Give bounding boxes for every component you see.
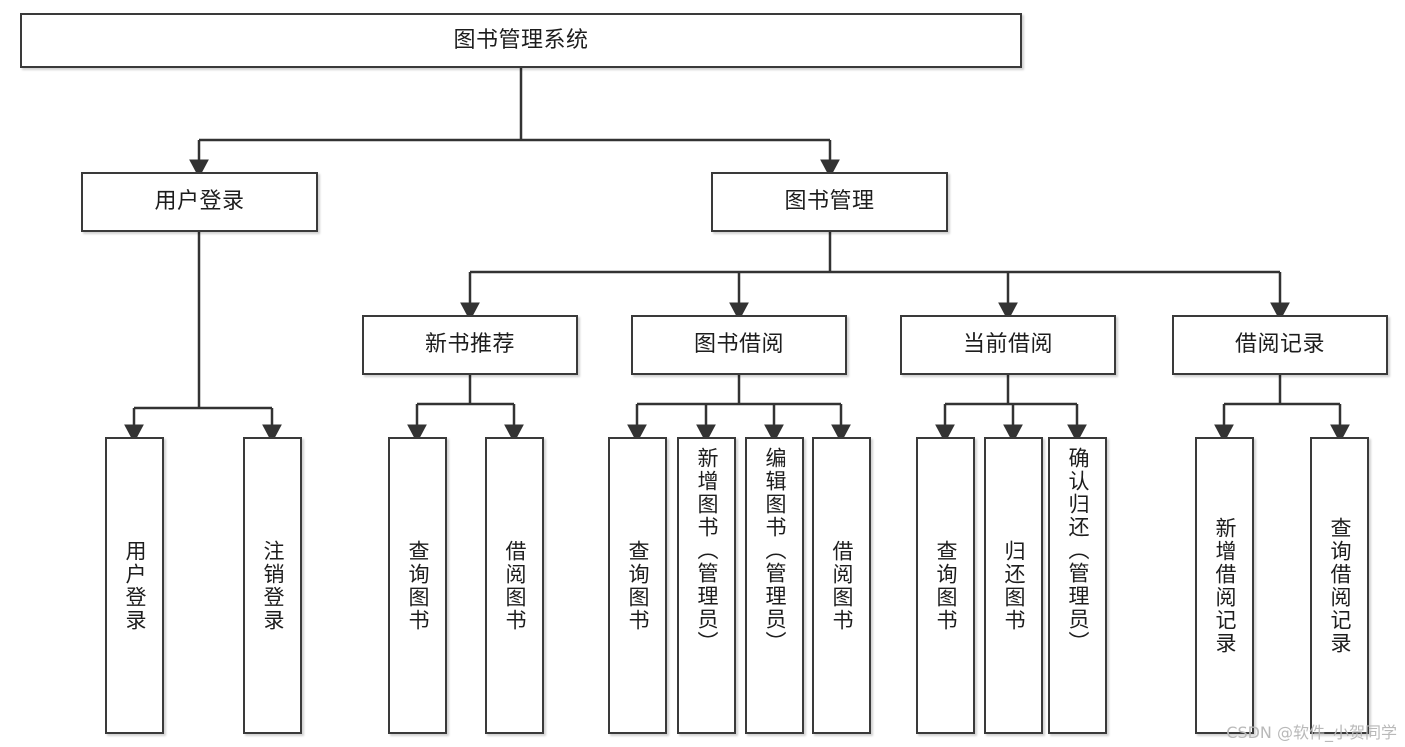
node-leaf-user-login[interactable]: 用户登录 (105, 437, 164, 734)
node-label: 用户登录 (123, 539, 147, 632)
node-label: 借阅图书 (830, 539, 854, 632)
node-leaf-confirm-return[interactable]: 确认归还（管理员） (1048, 437, 1107, 734)
node-leaf-borrow-book-2[interactable]: 借阅图书 (812, 437, 871, 734)
node-book-management[interactable]: 图书管理 (711, 172, 948, 232)
node-label: 图书管理系统 (453, 27, 589, 53)
node-leaf-query-book-2[interactable]: 查询图书 (608, 437, 667, 734)
node-root-system[interactable]: 图书管理系统 (20, 13, 1022, 68)
node-label: 编辑图书（管理员） (763, 447, 787, 654)
node-label: 查询图书 (406, 539, 430, 632)
node-leaf-borrow-book-1[interactable]: 借阅图书 (485, 437, 544, 734)
node-label: 借阅记录 (1234, 332, 1325, 358)
node-label: 图书借阅 (693, 332, 784, 358)
watermark: CSDN @软件_小贺同学 (1226, 723, 1397, 742)
node-label: 归还图书 (1002, 539, 1026, 632)
node-leaf-add-record[interactable]: 新增借阅记录 (1195, 437, 1254, 734)
node-current-borrow[interactable]: 当前借阅 (900, 315, 1116, 375)
node-label: 查询图书 (934, 539, 958, 632)
node-label: 查询借阅记录 (1328, 516, 1352, 655)
node-user-login[interactable]: 用户登录 (81, 172, 318, 232)
node-label: 新增借阅记录 (1213, 516, 1237, 655)
node-leaf-query-record[interactable]: 查询借阅记录 (1310, 437, 1369, 734)
node-label: 确认归还（管理员） (1066, 447, 1090, 654)
node-leaf-add-book[interactable]: 新增图书（管理员） (677, 437, 736, 734)
node-book-borrow[interactable]: 图书借阅 (631, 315, 847, 375)
node-leaf-query-book-3[interactable]: 查询图书 (916, 437, 975, 734)
node-leaf-logout[interactable]: 注销登录 (243, 437, 302, 734)
node-label: 用户登录 (154, 189, 245, 215)
node-leaf-query-book-1[interactable]: 查询图书 (388, 437, 447, 734)
node-label: 查询图书 (626, 539, 650, 632)
node-label: 注销登录 (261, 539, 285, 632)
node-leaf-return-book[interactable]: 归还图书 (984, 437, 1043, 734)
node-leaf-edit-book[interactable]: 编辑图书（管理员） (745, 437, 804, 734)
node-label: 新增图书（管理员） (695, 447, 719, 654)
node-label: 图书管理 (784, 189, 875, 215)
node-new-book-recommend[interactable]: 新书推荐 (362, 315, 578, 375)
node-label: 新书推荐 (424, 332, 515, 358)
node-label: 当前借阅 (962, 332, 1053, 358)
node-borrow-record[interactable]: 借阅记录 (1172, 315, 1388, 375)
node-label: 借阅图书 (503, 539, 527, 632)
